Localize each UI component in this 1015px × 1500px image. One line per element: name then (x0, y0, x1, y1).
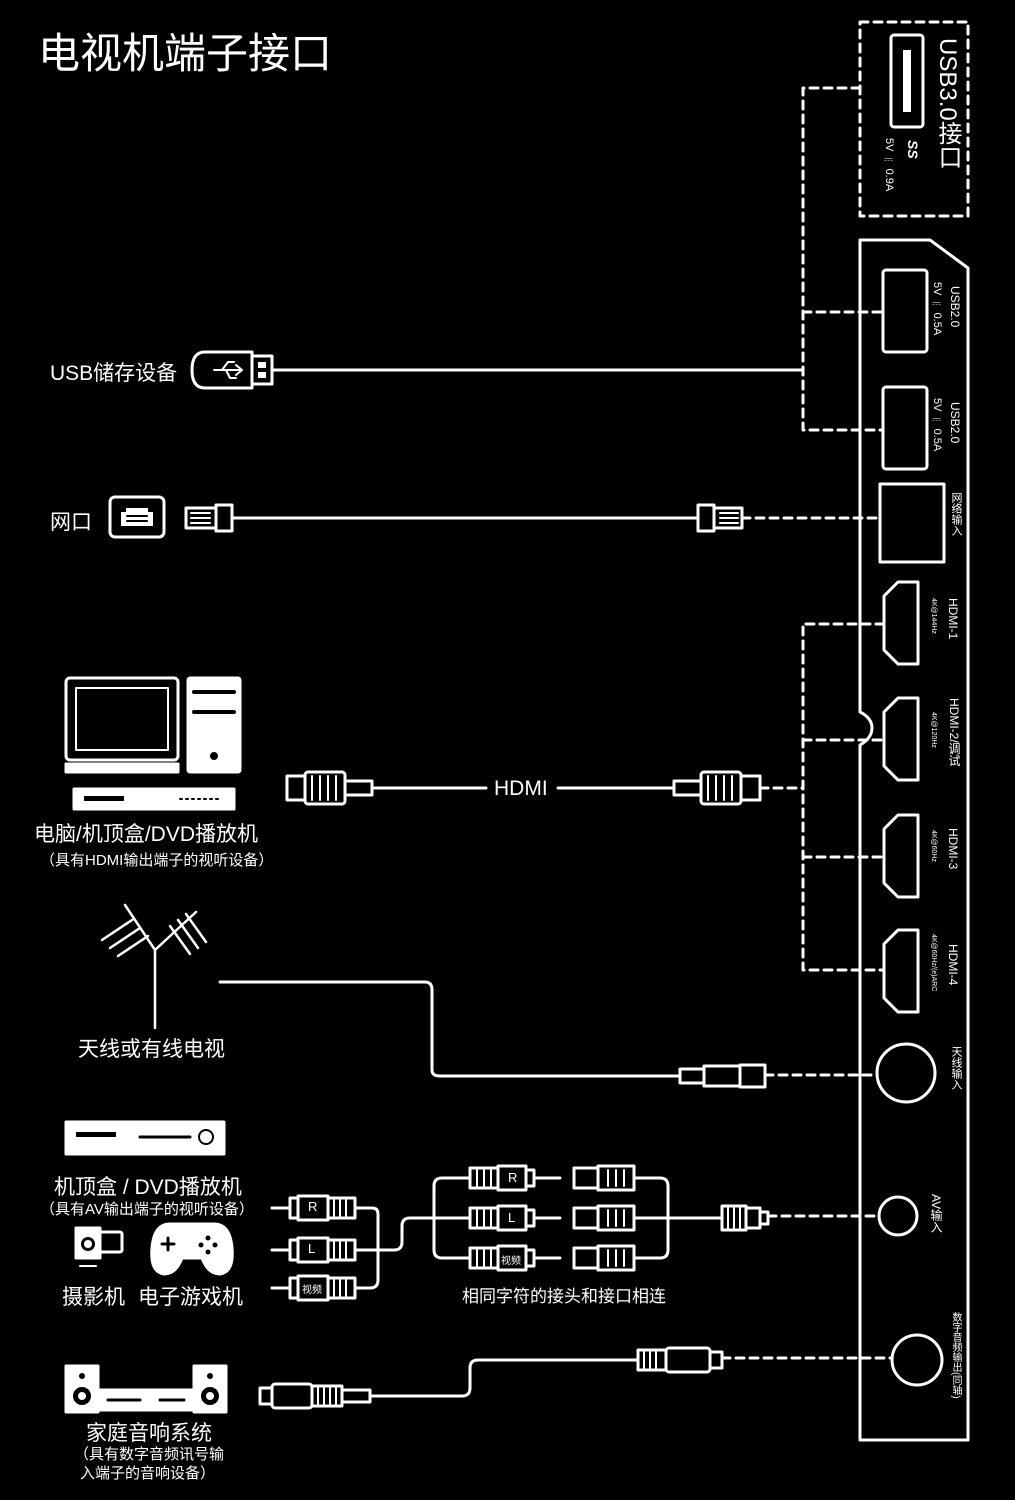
home-audio-note-1: （具有数字音频讯号输 (74, 1446, 225, 1463)
plug-l-label-left: L (308, 1241, 316, 1256)
usb-storage-label: USB储存设备 (50, 362, 178, 385)
tv-panel-outline (858, 238, 970, 1442)
computer-label: 电脑/机顶盒/DVD播放机 (34, 823, 259, 846)
home-audio-icon (64, 1364, 228, 1414)
coax-plug-right (636, 1346, 724, 1374)
av-player-note: （具有AV输出端子的视听设备） (40, 1201, 254, 1218)
hdmi-port-3 (882, 813, 920, 899)
port-label-coax-audio: 数字音频输出(同轴) (950, 1312, 961, 1399)
antenna-label: 天线或有线电视 (78, 1038, 225, 1061)
port-spec-hdmi-3: 4K@60Hz (930, 830, 937, 863)
port-label-network: 网络输入 (950, 492, 962, 536)
rca-plugs-middle (468, 1164, 562, 1272)
port-spec-hdmi-1: 4K@144Hz (930, 598, 937, 634)
plug-l-label-mid: L (508, 1210, 516, 1225)
coax-plug-left (258, 1382, 372, 1410)
antenna-icon (100, 903, 208, 1030)
coax-audio-port (890, 1333, 944, 1387)
av-port (877, 1195, 919, 1237)
network-port (878, 482, 946, 564)
rca-plugs-left (270, 1194, 357, 1302)
usb3-spec: 5V ⎓ 0.9A (883, 138, 895, 192)
hdmi-port-2 (882, 696, 920, 782)
plug-video-label-left: 视频 (302, 1285, 322, 1296)
rca-sockets-right (572, 1164, 636, 1272)
port-label-antenna: 天线输入 (950, 1046, 962, 1090)
hdmi-dashed-bus (801, 622, 886, 972)
hdmi-cable-label: HDMI (494, 777, 548, 800)
network-label: 网口 (50, 511, 92, 534)
port-spec-hdmi-2: 4K@120Hz (930, 712, 937, 748)
port-label-hdmi-1: HDMI-1 (946, 598, 960, 640)
game-console-label: 电子游戏机 (138, 1286, 243, 1309)
av-cable-left-merge (353, 1206, 472, 1290)
port-spec-usb2-2: 5V ⎓ 0.5A (931, 398, 943, 452)
usb2-port-1 (881, 268, 929, 354)
av-split-left (432, 1176, 472, 1260)
coax-plug-antenna (678, 1063, 767, 1089)
dvd-player-icon (72, 787, 236, 811)
hdmi-port-1 (882, 580, 920, 666)
rj45-plug-left (184, 503, 234, 533)
port-label-av: AV输入 (929, 1194, 943, 1234)
page-title: 电视机端子接口 (38, 30, 333, 77)
av-player-label: 机顶盒 / DVD播放机 (54, 1176, 242, 1199)
plug-video-label-mid: 视频 (501, 1256, 521, 1267)
camcorder-label: 摄影机 (62, 1286, 125, 1309)
usb-stick-icon (190, 350, 274, 390)
port-label-hdmi-3: HDMI-3 (946, 828, 960, 870)
hdmi-plug-right (672, 770, 762, 806)
port-label-hdmi-4: HDMI-4 (946, 944, 960, 986)
usb3-port-box (858, 20, 970, 218)
game-controller-icon (150, 1222, 234, 1276)
usb3-ss-logo: SS (905, 140, 921, 159)
home-audio-label: 家庭音响系统 (86, 1422, 212, 1445)
hdmi-plug-left (285, 770, 374, 806)
port-label-hdmi-2: HDMI-2/调试 (947, 698, 961, 767)
port-spec-usb2-1: 5V ⎓ 0.5A (931, 282, 943, 336)
usb3-label: USB3.0接口 (934, 38, 961, 169)
usb2-port-2 (881, 385, 929, 471)
home-audio-note-2: 入端子的音响设备） (80, 1465, 216, 1482)
usb-dashed-bus (801, 86, 885, 432)
ethernet-jack-icon (108, 495, 166, 539)
av-player-icon (64, 1120, 226, 1156)
port-label-usb2-2: USB2.0 (948, 402, 962, 444)
computer-note: （具有HDMI输出端子的视听设备） (40, 852, 274, 869)
computer-icon (64, 676, 242, 774)
plug-r-label-left: R (308, 1199, 318, 1214)
port-label-usb2-1: USB2.0 (948, 286, 962, 328)
hdmi-port-4 (882, 928, 920, 1014)
rj45-plug-right (696, 503, 744, 533)
av-mini-plug (720, 1204, 770, 1232)
port-spec-hdmi-4: 4K@60Hz/(e)ARC (930, 934, 937, 992)
antenna-cable (218, 980, 682, 1078)
usb3-port-slot (889, 33, 925, 129)
coax-cable (368, 1358, 640, 1398)
plug-r-label-mid: R (508, 1170, 518, 1185)
av-hint-label: 相同字符的接头和接口相连 (462, 1287, 666, 1306)
antenna-port (875, 1042, 937, 1104)
camcorder-icon (74, 1226, 124, 1267)
av-split-right (632, 1176, 724, 1260)
